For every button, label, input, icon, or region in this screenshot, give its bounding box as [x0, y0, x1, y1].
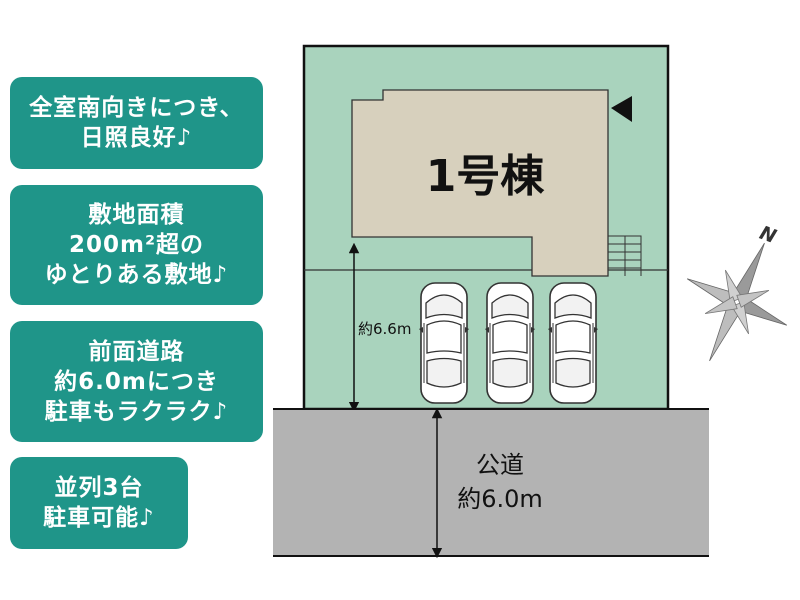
feature-line: 前面道路: [88, 338, 185, 365]
setback-label: 約6.6m: [357, 318, 413, 339]
compass-icon: [686, 242, 788, 362]
building: [351, 89, 609, 277]
entrance-icon: [611, 96, 632, 122]
feature-line: 駐車もラクラク♪: [44, 398, 229, 425]
road-label: 公道 約6.0m: [440, 448, 560, 516]
feature-badge-parking: 並列3台 駐車可能♪: [10, 457, 188, 549]
feature-line: 200m²超の: [68, 232, 205, 258]
feature-line: 駐車可能♪: [43, 505, 155, 531]
stairs-icon: [608, 235, 642, 276]
feature-line: 全室南向きにつき、: [29, 95, 244, 121]
feature-badge-lot-area: 敷地面積 200m²超の ゆとりある敷地♪: [10, 185, 263, 305]
parked-car: [418, 282, 470, 404]
feature-line: 約6.0mにつき: [54, 368, 219, 395]
feature-line: 敷地面積: [88, 202, 185, 228]
feature-line: ゆとりある敷地♪: [44, 262, 229, 288]
building-label: 1号棟: [425, 151, 545, 202]
road-name: 公道: [476, 451, 524, 479]
feature-line: 並列3台: [54, 475, 144, 501]
feature-badge-sunlight: 全室南向きにつき、 日照良好♪: [10, 77, 263, 169]
parked-car: [547, 282, 599, 404]
public-road: [273, 410, 709, 556]
parked-car: [484, 282, 536, 404]
road-width: 約6.0m: [457, 485, 543, 513]
feature-line: 日照良好♪: [80, 125, 193, 151]
feature-badge-front-road: 前面道路 約6.0mにつき 駐車もラクラク♪: [10, 321, 263, 442]
